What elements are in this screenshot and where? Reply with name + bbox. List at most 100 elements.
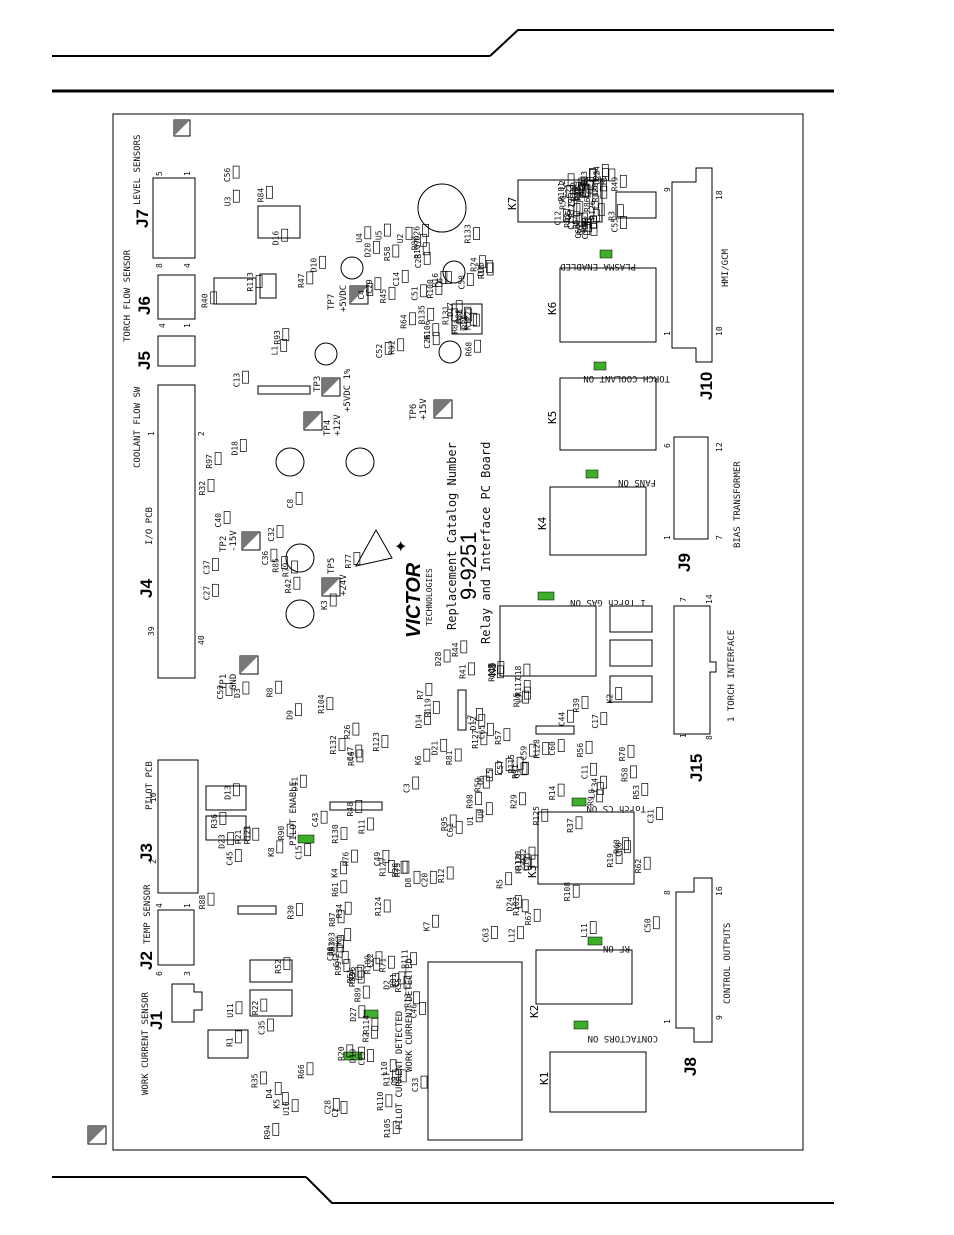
pad-u8 (485, 802, 493, 816)
pad-c36 (270, 548, 278, 562)
ref-r23: R23 (580, 171, 589, 186)
ref-r8: R8 (266, 687, 275, 697)
ref-r24: R24 (470, 257, 479, 272)
ref-k6: K6 (414, 755, 423, 765)
pad-r127 (388, 860, 395, 873)
j7-pin8: 8 (155, 263, 164, 268)
ref-l2: L2 (558, 180, 567, 190)
ref-r14: R14 (548, 785, 557, 800)
pad-c13 (242, 370, 249, 384)
pad-r9 (596, 789, 604, 803)
ref-r43: R43 (563, 213, 572, 228)
pad-c65 (487, 722, 494, 736)
pad-c56 (232, 165, 240, 179)
pad-r43 (572, 211, 580, 225)
pad-u10 (291, 1099, 299, 1113)
ref-r49: R49 (610, 177, 619, 192)
catalog-line3: Relay and Interface PC Board (479, 442, 493, 644)
pad-r89 (362, 985, 370, 999)
ref-r95: R95 (440, 816, 449, 831)
ref-l1: L1 (271, 346, 280, 356)
j15-pin8: 8 (705, 735, 714, 740)
ref-u6: U6 (590, 185, 599, 195)
ref-r127: R127 (471, 729, 480, 748)
pad-r79 (291, 560, 298, 574)
pad-c39 (590, 223, 598, 236)
led-torch-coolant (593, 361, 607, 371)
ref-d14: D14 (415, 714, 424, 729)
ref-d21: D21 (431, 741, 440, 756)
ref-r88: R88 (198, 895, 207, 910)
pad-c44 (567, 709, 574, 723)
board-outline (112, 113, 804, 1151)
ref-r96: R96 (348, 966, 357, 981)
j6-connector (157, 274, 196, 320)
ref-r17: R17 (382, 1071, 391, 1086)
ref-l6: L6 (435, 278, 444, 288)
ref-d26: D26 (413, 226, 422, 241)
pad-r103 (337, 935, 344, 948)
ref-r128: R128 (533, 739, 542, 758)
ref-r119: R119 (423, 698, 432, 717)
pad-r5 (505, 872, 513, 886)
pad-r124 (383, 899, 391, 913)
pad-r29 (519, 792, 526, 806)
relay-k1 (549, 1051, 647, 1113)
pad-r42 (293, 576, 301, 590)
tp2-label: TP2 (219, 536, 229, 552)
ref-c55: C55 (611, 218, 620, 233)
pad-d26 (422, 224, 429, 237)
c49-capacitor (438, 340, 462, 364)
pad-c28 (332, 1098, 340, 1111)
pad-r92 (397, 338, 405, 352)
catalog-number: 9-9251 (456, 531, 481, 600)
pad-c55 (620, 216, 627, 229)
pad-r51 (355, 966, 363, 980)
pad-c45 (234, 849, 242, 862)
pad-r123 (381, 735, 389, 748)
j4-pin2: 2 (197, 431, 206, 436)
ref-c62: C62 (456, 310, 465, 325)
ref-r30: R30 (286, 905, 295, 920)
ref-r33: R33 (348, 972, 357, 987)
ref-c53: C53 (216, 685, 225, 700)
ref-r7: R7 (416, 690, 425, 700)
pad-r114 (371, 1017, 379, 1031)
pad-c4 (366, 283, 374, 296)
j5-connector (157, 335, 196, 367)
pad-c25 (367, 1049, 374, 1062)
pad-r31 (464, 306, 471, 320)
ref-r12: R12 (437, 868, 446, 883)
pad-u7 (592, 209, 600, 222)
ref-c16: C16 (614, 842, 623, 857)
pad-r12 (446, 866, 454, 880)
ref-r50: R50 (559, 195, 568, 210)
ref-c41: C41 (488, 663, 497, 678)
component-refs: R85D13C51K7L8D19D25R93C47R100D28C50R99R4… (198, 166, 656, 1140)
j2-pin4: 4 (155, 903, 164, 908)
pad-k3 (329, 593, 337, 607)
star-icon: ✦ (394, 539, 407, 556)
pad-c20 (429, 870, 437, 884)
pad-r14 (557, 783, 565, 797)
ref-r81: R81 (445, 750, 454, 765)
pad-d20 (373, 240, 380, 254)
pad-r7 (425, 683, 433, 696)
ref-r120: R120 (514, 851, 523, 870)
pad-r35 (260, 1071, 267, 1085)
pad-r130 (340, 827, 348, 840)
pad-d4 (274, 1082, 282, 1095)
pad-r119 (432, 701, 440, 714)
ref-r113: R113 (246, 272, 255, 291)
pad-r102 (521, 899, 529, 913)
pad-c63 (491, 926, 498, 939)
pad-c31 (656, 807, 663, 820)
j15-label: J15 (687, 754, 706, 782)
ref-r16: R16 (431, 273, 440, 288)
ref-r58: R58 (383, 246, 392, 261)
j2-pin1: 1 (183, 903, 192, 908)
ref-r100: R100 (426, 279, 435, 298)
tp4-sig: +12V (333, 414, 343, 436)
ref-r128: R128 (591, 183, 600, 202)
pad-k6 (423, 748, 431, 762)
